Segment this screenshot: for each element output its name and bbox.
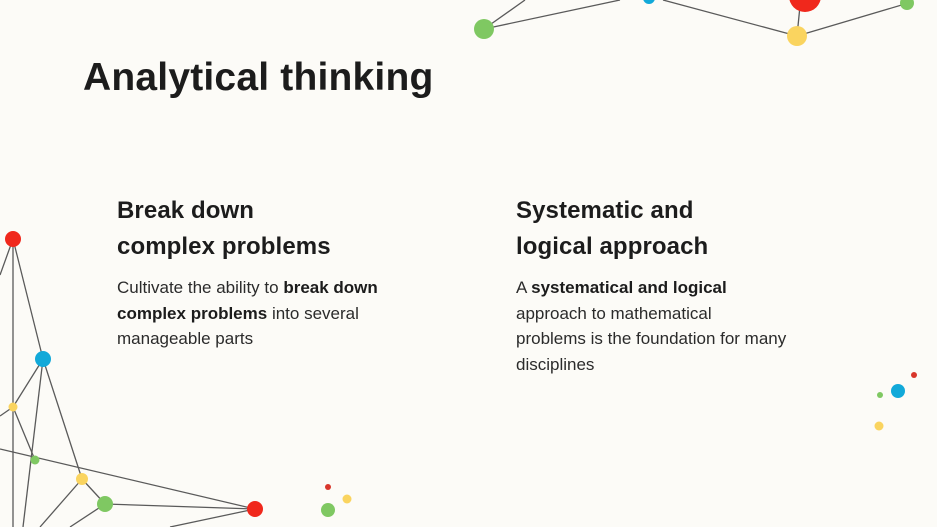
- network-nodes-top-right: [474, 0, 914, 46]
- body-text: approach to mathematical: [516, 303, 712, 323]
- heading-line: logical approach: [516, 233, 709, 260]
- column-break-down-problems: Break down complex problems Cultivate th…: [117, 193, 437, 352]
- body-text: Cultivate the ability to: [117, 278, 284, 297]
- column-body: A systematical and logical approach to m…: [516, 275, 846, 377]
- body-text: disciplines: [516, 354, 595, 374]
- column-systematic-approach: Systematic and logical approach A system…: [516, 193, 846, 377]
- body-line: A systematical and logical: [516, 275, 846, 301]
- body-line: manageable parts: [117, 326, 437, 352]
- body-line: disciplines: [516, 352, 846, 378]
- heading-line: Systematic and: [516, 197, 694, 224]
- body-line: problems is the foundation for many: [516, 326, 846, 352]
- body-text: A: [516, 278, 532, 297]
- column-heading: Systematic and logical approach: [516, 193, 846, 265]
- body-text-bold: systematical and logical: [531, 278, 727, 297]
- column-heading: Break down complex problems: [117, 193, 437, 265]
- body-line: Cultivate the ability to break down: [117, 275, 437, 301]
- body-text-bold: break down: [283, 278, 378, 297]
- body-line: complex problems into several: [117, 301, 437, 327]
- body-text-bold: complex problems: [117, 303, 268, 323]
- body-text: into several: [267, 303, 359, 323]
- heading-line: Break down: [117, 197, 255, 224]
- body-text: problems is the foundation for many: [516, 329, 787, 348]
- heading-line: complex problems: [117, 233, 331, 260]
- column-body: Cultivate the ability to break down comp…: [117, 275, 437, 352]
- slide-title: Analytical thinking: [83, 56, 434, 99]
- body-line: approach to mathematical: [516, 301, 846, 327]
- dot-cluster-right-icon: [874, 372, 917, 431]
- body-text: manageable parts: [117, 329, 254, 348]
- dot-cluster-bottom-center-icon: [321, 484, 352, 517]
- network-graph-top-right-icon: [483, 0, 906, 37]
